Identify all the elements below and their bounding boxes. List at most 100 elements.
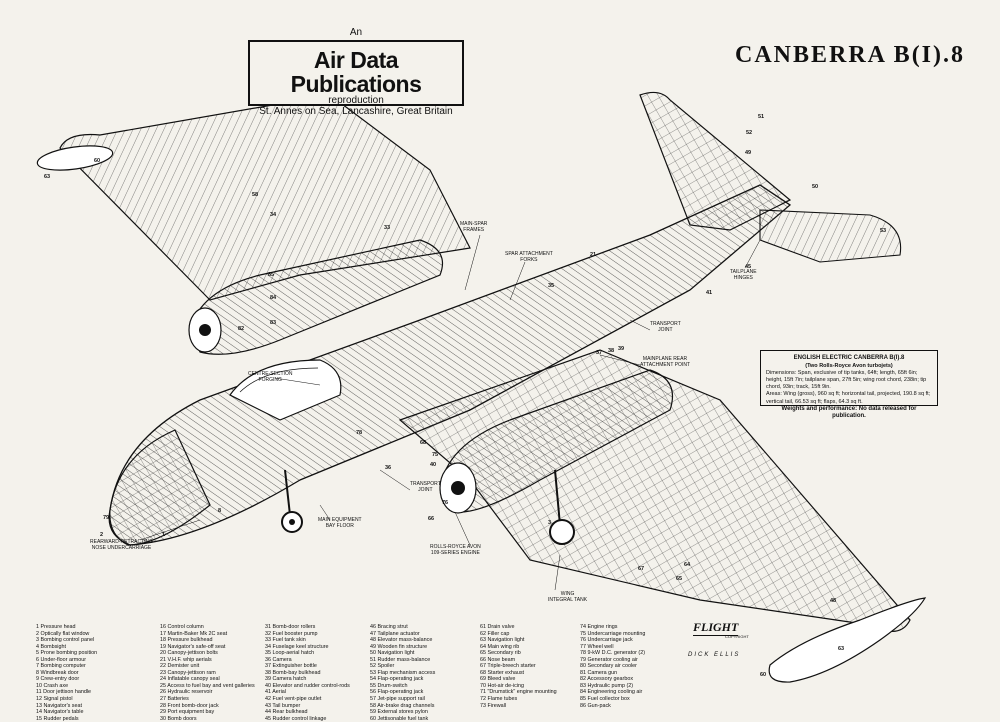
key-item: 70 Hot-air de-icing — [480, 682, 525, 689]
key-item: 47 Tailplane actuator — [370, 630, 420, 637]
part-number: 38 — [608, 348, 615, 354]
part-number: 82 — [238, 326, 245, 332]
callout-tailplane-hinges: TAILPLANE HINGES — [730, 269, 757, 281]
key-item: 68 Starter exhaust — [480, 669, 525, 676]
key-item: 61 Drain valve — [480, 624, 515, 630]
key-item: 7 Bombing computer — [36, 663, 86, 670]
key-item: 85 Fuel collector box — [580, 696, 630, 703]
part-number: 79 — [103, 515, 110, 521]
part-number: 60 — [94, 158, 101, 164]
part-number: 83 — [270, 320, 277, 326]
tailplane — [759, 209, 902, 263]
key-item: 25 Access to fuel bay and vent galleries — [160, 682, 255, 689]
key-item: 6 Under-floor armour — [36, 656, 87, 663]
key-item: 37 Extinguisher bottle — [265, 663, 317, 670]
key-item: 67 Triple-breech starter — [480, 663, 536, 670]
part-number: 51 — [758, 114, 765, 120]
spec-heading: ENGLISH ELECTRIC CANBERRA B(I).8 — [793, 355, 905, 361]
part-number: 39 — [618, 346, 625, 352]
key-item: 76 Undercarriage jack — [580, 637, 633, 644]
key-item: 23 Canopy-jettison ram — [160, 669, 216, 676]
key-item: 78 9-kW D.C. generator (2) — [580, 650, 646, 657]
part-number: 78 — [356, 430, 363, 436]
key-item: 84 Engineering cooling air — [580, 689, 643, 696]
key-item: 83 Hydraulic pump (2) — [580, 682, 634, 689]
callout-transport-joint-rear: TRANSPORT JOINT — [650, 321, 681, 333]
artist-signature: DICK ELLIS — [688, 652, 741, 658]
part-number: 58 — [252, 192, 259, 198]
key-item: 16 Control column — [160, 624, 204, 630]
key-item: 34 Fuselage keel structure — [265, 643, 329, 650]
key-item: 41 Aerial — [265, 689, 286, 696]
publisher-an: An — [349, 27, 363, 38]
callout-rolls-royce-avon: ROLLS-ROYCE AVON 109-SERIES ENGINE — [430, 544, 481, 556]
key-item: 65 Secondary rib — [480, 650, 521, 657]
part-number: 63 — [838, 646, 845, 652]
key-item: 66 Nose beam — [480, 656, 516, 663]
part-number: 48 — [830, 598, 837, 604]
key-item: 42 Fuel vent-pipe outlet — [265, 696, 322, 703]
part-number: 67 — [638, 566, 645, 572]
part-number: 52 — [746, 130, 753, 136]
part-number: 68 — [420, 440, 427, 446]
key-item: 22 Demister unit — [160, 663, 200, 670]
key-item: 20 Canopy-jettison bolts — [160, 650, 218, 657]
part-number: 40 — [430, 462, 437, 468]
key-item: 60 Jettisonable fuel tank — [370, 715, 429, 722]
publisher-logo: An Air Data Publications reproduction St… — [248, 27, 464, 116]
key-item: 13 Navigator's seat — [36, 702, 82, 709]
key-item: 63 Navigation light — [480, 637, 525, 644]
callout-mainplane-rear-attachment: MAINPLANE REAR ATTACHMENT POINT — [640, 356, 690, 368]
key-item: 17 Martin-Baker Mk 2C seat — [160, 630, 228, 637]
nose-undercarriage — [281, 469, 303, 533]
key-item: 73 Firewall — [480, 702, 507, 709]
key-item: 81 Camera gun — [580, 669, 618, 676]
key-item: 27 Batteries — [160, 696, 189, 703]
key-item: 28 Front bomb-door jack — [160, 702, 219, 709]
key-item: 48 Elevator mass-balance — [370, 637, 433, 644]
callout-spar-attachment-forks: SPAR ATTACHMENT FORKS — [505, 251, 553, 263]
specification-box: ENGLISH ELECTRIC CANBERRA B(I).8 (Two Ro… — [760, 350, 938, 419]
callout-mainspar-frames: MAIN-SPAR FRAMES — [460, 221, 488, 233]
key-item: 15 Rudder pedals — [36, 715, 79, 722]
port-engine-nacelle — [189, 239, 444, 355]
key-item: 80 Secondary air cooler — [580, 663, 637, 670]
key-item: 53 Flap mechanism access — [370, 669, 436, 676]
main-undercarriage — [549, 469, 575, 545]
key-item: 58 Air-brake drag channels — [370, 702, 435, 709]
starboard-engine-nacelle — [439, 369, 674, 513]
callout-centre-section-forging: CENTRE-SECTION FORGING — [248, 371, 293, 383]
part-number: 84 — [270, 295, 277, 301]
canberra-cutaway-drawing — [36, 91, 927, 683]
part-number: 35 — [548, 283, 555, 289]
spec-subheading: (Two Rolls-Royce Avon turbojets) — [805, 362, 893, 369]
key-item: 51 Rudder mass-balance — [370, 656, 431, 663]
key-item: 3 Bombing control panel — [36, 637, 95, 644]
flight-logo: FLIGHT — [693, 620, 739, 636]
part-number: 76 — [442, 500, 449, 506]
key-item: 74 Engine rings — [580, 624, 618, 630]
fin — [639, 91, 792, 231]
key-item: 45 Rudder control linkage — [265, 715, 327, 722]
key-item: 71 "Drumstick" engine mounting — [480, 689, 557, 696]
key-item: 50 Navigation light — [370, 650, 415, 657]
key-item: 18 Pressure bulkhead — [160, 637, 213, 644]
drawing-title: CANBERRA B(I).8 — [735, 42, 966, 68]
key-item: 38 Bomb-bay bulkhead — [265, 669, 321, 676]
key-item: 62 Filler cap — [480, 630, 510, 637]
key-item: 36 Camera — [265, 656, 292, 663]
key-item: 21 V.H.F. whip aerials — [160, 656, 212, 663]
callout-wing-integral-tank: WING INTEGRAL TANK — [548, 591, 588, 603]
key-item: 69 Bleed valve — [480, 676, 516, 683]
part-number: 45 — [745, 264, 752, 270]
part-number: 50 — [812, 184, 819, 190]
key-item: 19 Navigator's safe-off seat — [160, 643, 226, 650]
key-item: 64 Main wing rib — [480, 643, 520, 650]
starboard-tip-tank — [768, 597, 927, 683]
part-number: 49 — [745, 150, 752, 156]
